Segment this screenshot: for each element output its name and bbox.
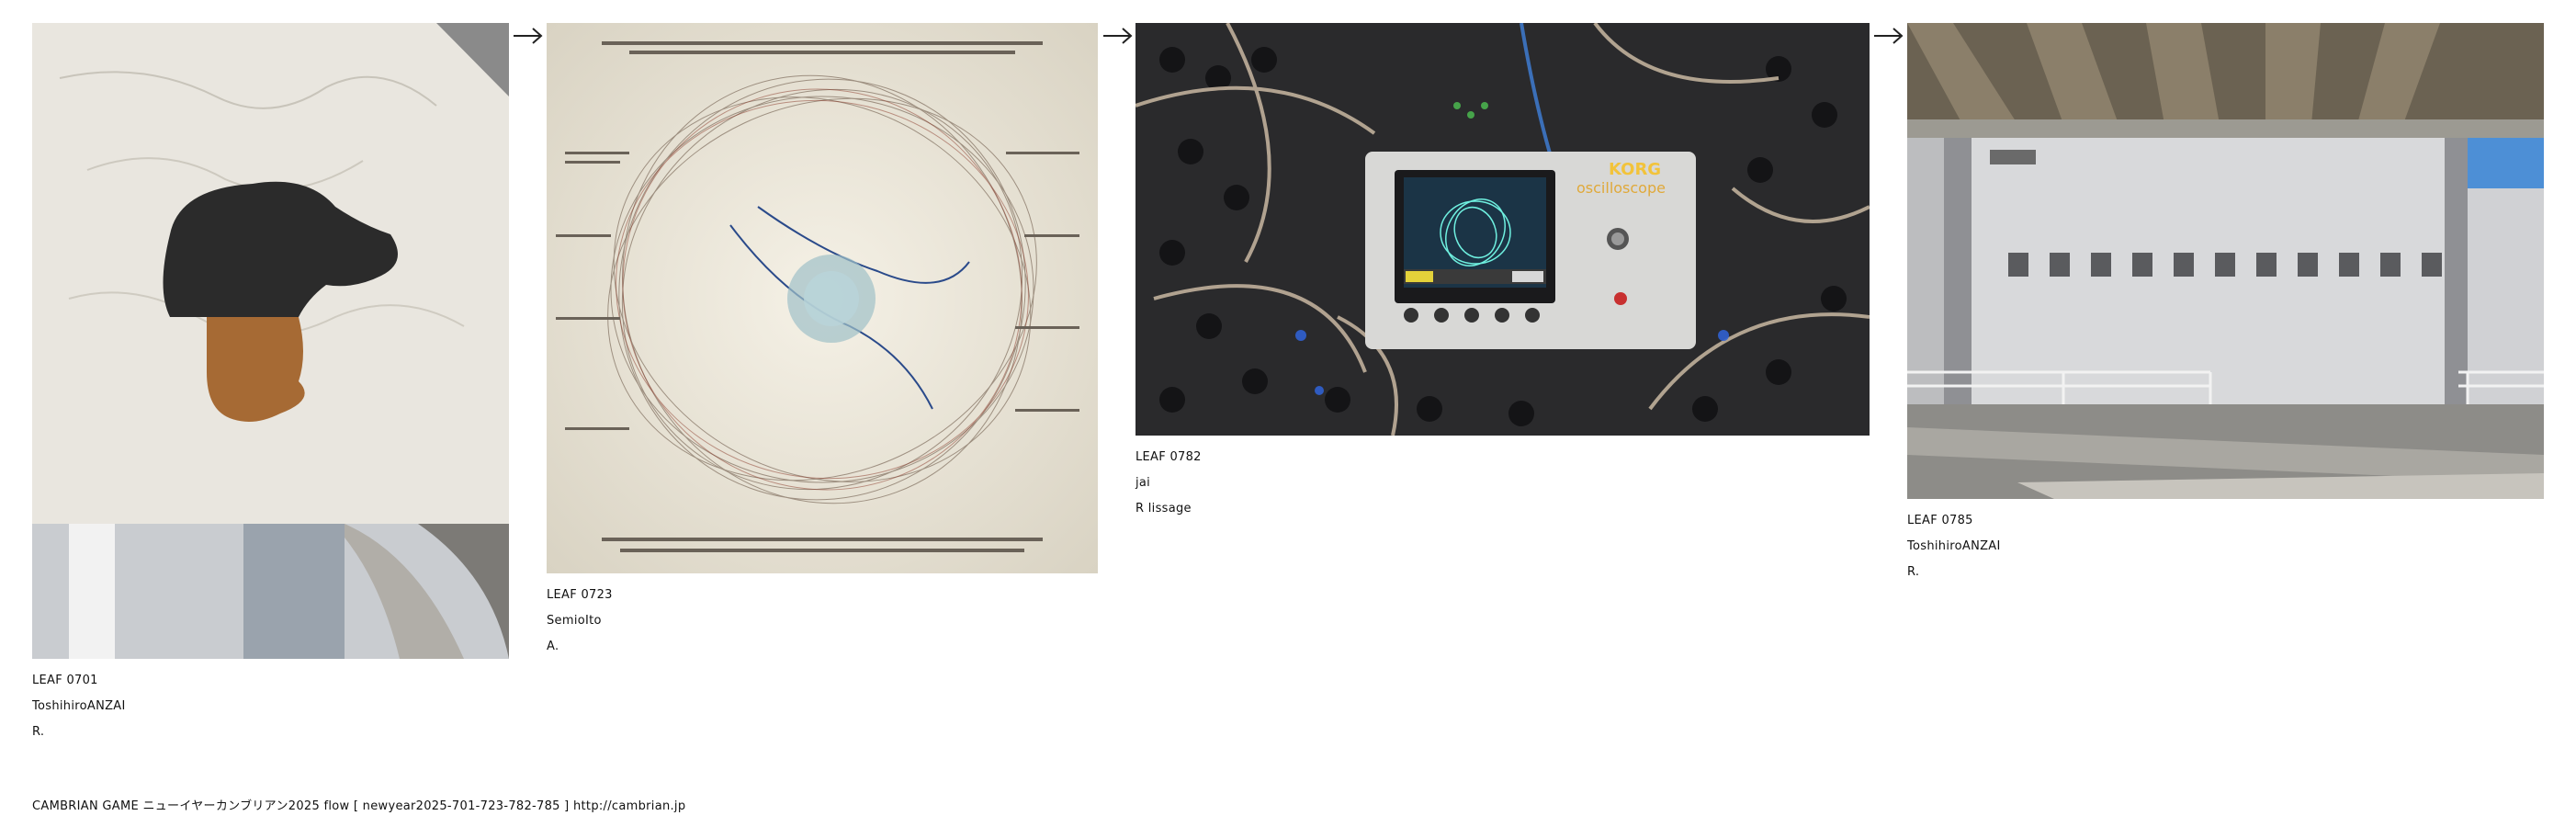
leaf-0701-caption: LEAF 0701 ToshihiroANZAI R.	[32, 668, 509, 745]
leaf-0785: LEAF 0785 ToshihiroANZAI R.	[1907, 23, 2544, 585]
leaf-id: LEAF 0701	[32, 674, 98, 687]
leaf-id: LEAF 0785	[1907, 514, 1973, 527]
leaf-0723-caption: LEAF 0723 SemioIto A.	[547, 583, 1098, 660]
leaf-0785-caption: LEAF 0785 ToshihiroANZAI R.	[1907, 508, 2544, 585]
leaf-note: R.	[1907, 565, 1920, 579]
leaf-id: LEAF 0723	[547, 588, 613, 602]
leaf-note: R lissage	[1135, 502, 1192, 515]
leaf-0723-photo[interactable]	[547, 23, 1098, 573]
leaf-note: A.	[547, 640, 559, 653]
leaf-author: ToshihiroANZAI	[32, 699, 126, 713]
footer-text: CAMBRIAN GAME ニューイヤーカンブリアン2025 flow [ ne…	[32, 799, 686, 813]
right-arrow-icon	[1873, 25, 1904, 47]
leaf-author: jai	[1135, 476, 1151, 490]
leaf-0785-photo[interactable]	[1907, 23, 2544, 499]
right-arrow-icon	[1102, 25, 1134, 47]
leaf-0723: LEAF 0723 SemioIto A.	[547, 23, 1098, 660]
leaf-author: ToshihiroANZAI	[1907, 539, 2001, 553]
leaf-0701-photo[interactable]	[32, 23, 509, 659]
leaf-id: LEAF 0782	[1135, 450, 1202, 464]
leaf-author: SemioIto	[547, 614, 602, 628]
oscilloscope-name: oscilloscope	[1576, 179, 1666, 197]
right-arrow-icon	[513, 25, 544, 47]
leaf-0782-caption: LEAF 0782 jai R lissage	[1135, 445, 1870, 522]
leaf-0782: KORG oscilloscope LEAF 0782 jai R lissag…	[1135, 23, 1870, 522]
leaf-0782-photo[interactable]: KORG oscilloscope	[1135, 23, 1870, 436]
leaf-note: R.	[32, 725, 45, 739]
leaf-0701: LEAF 0701 ToshihiroANZAI R.	[32, 23, 509, 745]
oscilloscope-brand: KORG	[1609, 160, 1661, 179]
